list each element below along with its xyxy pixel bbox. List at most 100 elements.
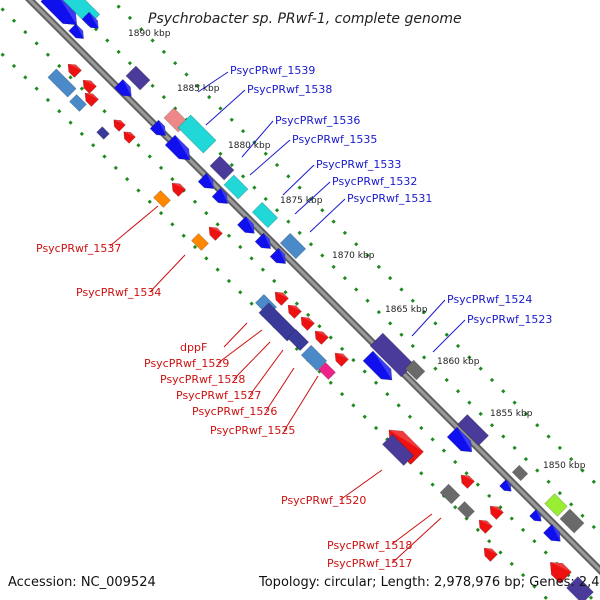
- gene-feature[interactable]: [286, 328, 310, 352]
- gene-feature[interactable]: [191, 233, 209, 251]
- gene-feature[interactable]: [457, 501, 475, 519]
- gene-label[interactable]: PsycPRwf_1534: [76, 286, 161, 299]
- forward-gene-feature[interactable]: [499, 479, 515, 495]
- gene-shape: [251, 201, 279, 229]
- gene-label[interactable]: PsycPRwf_1523: [467, 313, 552, 326]
- gene-label[interactable]: PsycPRwf_1529: [144, 357, 229, 370]
- reverse-gene-feature[interactable]: [111, 117, 126, 132]
- forward-gene-feature[interactable]: [211, 187, 232, 208]
- kbp-scale: 1890 kbp 1885 kbp 1880 kbp 1875 kbp 1870…: [128, 29, 586, 471]
- gene-feature[interactable]: [439, 483, 461, 505]
- gene-label[interactable]: PsycPRwf_1526: [192, 405, 277, 418]
- gene-feature[interactable]: [125, 65, 151, 91]
- gene-feature[interactable]: [369, 332, 415, 378]
- forward-gene-feature[interactable]: [269, 247, 290, 268]
- reverse-gene-feature[interactable]: [206, 224, 223, 241]
- gene-shape: [197, 172, 214, 189]
- reverse-gene-feature[interactable]: [169, 180, 186, 197]
- gene-feature[interactable]: [382, 434, 414, 466]
- gene-label[interactable]: PsycPRwf_1524: [447, 293, 532, 306]
- gene-feature[interactable]: [177, 114, 217, 154]
- leader-line: [149, 254, 186, 293]
- reverse-gene-feature[interactable]: [80, 77, 97, 94]
- gene-shape: [457, 414, 489, 446]
- reverse-gene-feature[interactable]: [481, 545, 498, 562]
- leader-line: [432, 319, 466, 353]
- forward-gene-feature[interactable]: [197, 172, 218, 193]
- gene-feature[interactable]: [251, 201, 279, 229]
- gene-feature[interactable]: [457, 414, 489, 446]
- forward-gene-feature[interactable]: [446, 426, 477, 457]
- reverse-gene-feature[interactable]: [65, 61, 82, 78]
- gene-feature[interactable]: [318, 362, 336, 380]
- gene-label[interactable]: PsycPRwf_1527: [176, 389, 261, 402]
- gene-label[interactable]: PsycPRwf_1533: [316, 158, 401, 171]
- gene-shape: [84, 92, 99, 107]
- reverse-gene-feature[interactable]: [312, 328, 329, 345]
- gene-label[interactable]: PsycPRwf_1532: [332, 175, 417, 188]
- gene-feature[interactable]: [559, 508, 585, 534]
- gene-label[interactable]: PsycPRwf_1536: [275, 114, 360, 127]
- gene-feature[interactable]: [96, 126, 110, 140]
- gene-shape: [164, 134, 191, 161]
- gene-feature[interactable]: [209, 155, 235, 181]
- gene-shape: [269, 247, 286, 264]
- gene-label[interactable]: PsycPRwf_1531: [347, 192, 432, 205]
- forward-gene-feature[interactable]: [68, 23, 87, 42]
- forward-gene-feature[interactable]: [236, 215, 258, 237]
- gene-shape: [258, 302, 298, 342]
- reverse-gene-feature[interactable]: [458, 472, 475, 489]
- gene-feature[interactable]: [153, 190, 171, 208]
- gene-label[interactable]: PsycPRwf_1539: [230, 64, 315, 77]
- gene-shape: [96, 126, 110, 140]
- gene-feature[interactable]: [258, 302, 298, 342]
- reverse-gene-feature[interactable]: [487, 503, 504, 520]
- gene-label[interactable]: PsycPRwf_1525: [210, 424, 295, 437]
- gene-shape: [460, 474, 475, 489]
- leader-line: [309, 198, 346, 233]
- gene-label[interactable]: PsycPRwf_1528: [160, 373, 245, 386]
- reverse-gene-feature[interactable]: [82, 90, 99, 107]
- map-title: Psychrobacter sp. PRwf-1, complete genom…: [148, 11, 462, 27]
- forward-gene-feature[interactable]: [81, 11, 102, 32]
- reverse-gene-feature[interactable]: [272, 289, 289, 306]
- leader-line: [233, 341, 271, 380]
- gene-feature[interactable]: [47, 68, 77, 98]
- leader-line: [282, 164, 315, 196]
- gene-label[interactable]: PsycPRwf_1537: [36, 242, 121, 255]
- gene-feature[interactable]: [404, 359, 426, 381]
- reverse-gene-feature[interactable]: [476, 517, 493, 534]
- gene-feature[interactable]: [566, 576, 594, 600]
- reverse-gene-feature[interactable]: [545, 557, 572, 584]
- gene-feature[interactable]: [511, 464, 529, 482]
- kbp-label: 1860 kbp: [437, 357, 480, 367]
- gene-label[interactable]: PsycPRwf_1517: [327, 557, 412, 570]
- forward-gene-feature[interactable]: [113, 78, 135, 100]
- reverse-gene-feature[interactable]: [121, 129, 136, 144]
- gene-shape: [208, 226, 223, 241]
- gene-shape: [82, 79, 97, 94]
- gene-label[interactable]: PsycPRwf_1538: [247, 83, 332, 96]
- forward-gene-feature[interactable]: [254, 232, 275, 253]
- leader-line: [249, 349, 284, 396]
- gene-label[interactable]: PsycPRwf_1520: [281, 494, 366, 507]
- forward-gene-feature[interactable]: [164, 134, 195, 165]
- forward-gene-feature[interactable]: [149, 119, 170, 140]
- gene-features: [40, 0, 594, 600]
- gene-label[interactable]: PsycPRwf_1535: [292, 133, 377, 146]
- gene-feature[interactable]: [279, 232, 307, 260]
- gene-feature[interactable]: [300, 344, 328, 372]
- reverse-gene-feature[interactable]: [332, 350, 349, 367]
- genome-summary-text: Topology: circular; Length: 2,978,976 bp…: [258, 575, 600, 590]
- gene-feature[interactable]: [544, 493, 568, 517]
- gene-label[interactable]: dppF: [180, 341, 207, 354]
- reverse-gene-feature[interactable]: [285, 302, 302, 319]
- forward-gene-feature[interactable]: [362, 350, 397, 385]
- gene-feature[interactable]: [223, 174, 249, 200]
- forward-gene-feature[interactable]: [529, 509, 545, 525]
- forward-gene-feature[interactable]: [542, 523, 564, 545]
- gene-shape: [369, 332, 415, 378]
- gene-label[interactable]: PsycPRwf_1518: [327, 539, 412, 552]
- reverse-gene-feature[interactable]: [298, 314, 315, 331]
- gene-feature[interactable]: [69, 94, 87, 112]
